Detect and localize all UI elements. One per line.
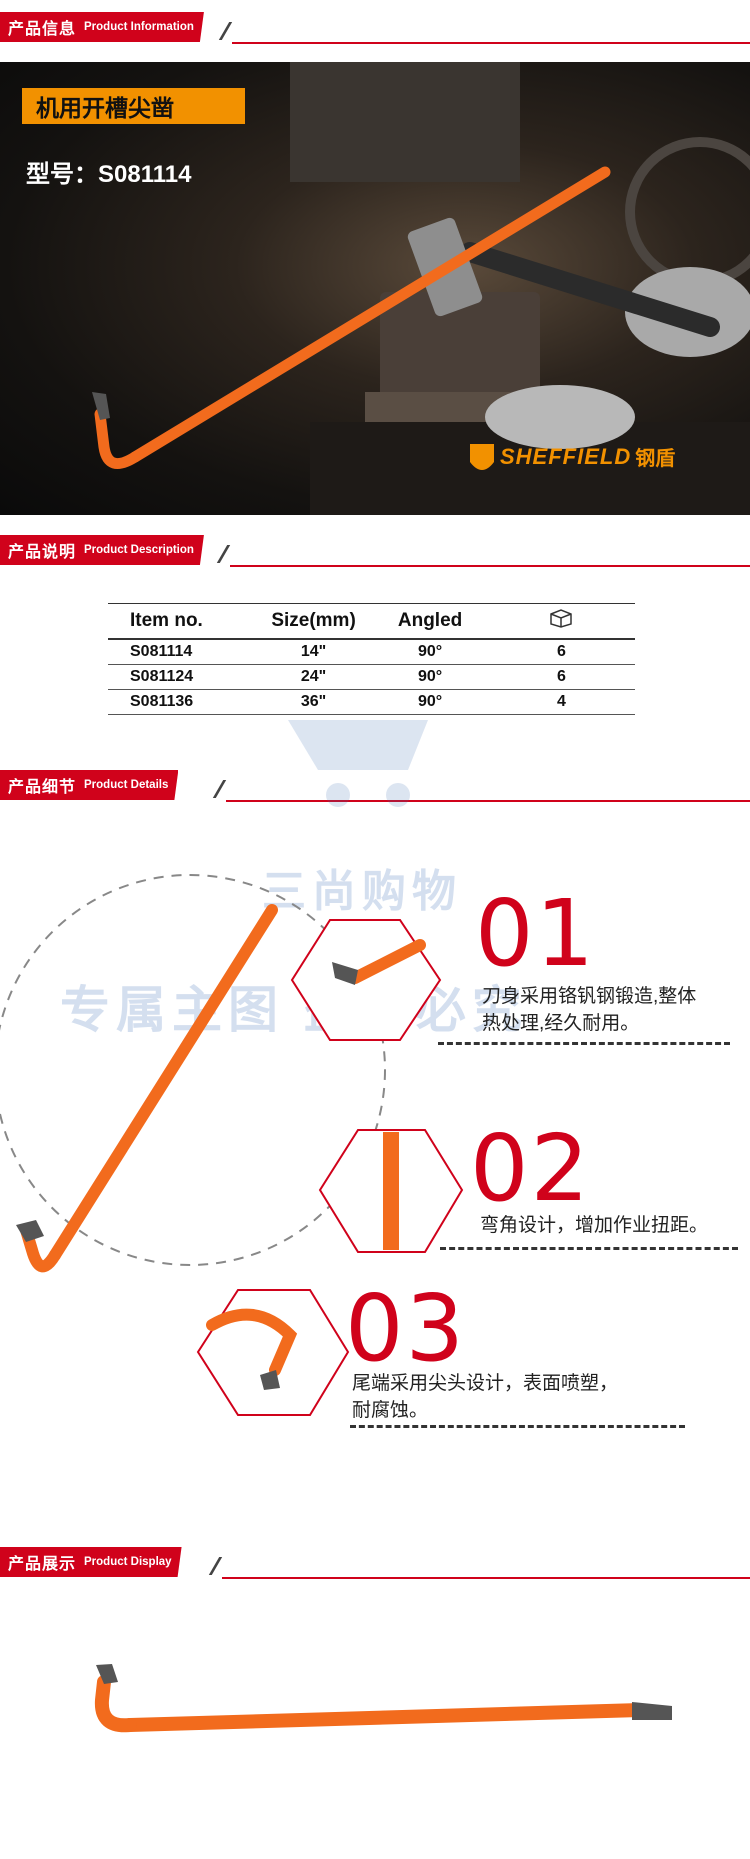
header-slash	[212, 780, 227, 798]
table-row: S081114 14" 90° 6	[108, 639, 635, 665]
detail-diagram	[0, 874, 464, 1416]
cell-angle: 90°	[372, 664, 488, 690]
header-rule	[222, 1577, 750, 1579]
header-slash	[208, 1557, 223, 1575]
hexagon-detail-1	[290, 919, 442, 1041]
hero-scene	[92, 62, 750, 515]
section-title-cn: 产品细节	[8, 779, 77, 796]
cell-angle: 90°	[372, 639, 488, 665]
section-tag: 产品细节 Product Details	[0, 770, 178, 800]
section-title-cn: 产品信息	[8, 21, 77, 38]
col-item-no: Item no.	[108, 603, 255, 640]
header-rule	[232, 42, 750, 44]
hammer-handle	[460, 242, 720, 337]
die-block	[380, 292, 540, 422]
detail-divider-2	[440, 1247, 738, 1250]
col-size: Size(mm)	[254, 603, 373, 640]
detail-text-2-line1: 弯角设计，增加作业扭距。	[480, 1215, 709, 1236]
detail-1-rod	[349, 939, 426, 984]
detail-number-3: 03	[345, 1275, 467, 1382]
section-header-description: 产品说明 Product Description	[0, 535, 750, 567]
section-title-en: Product Description	[84, 544, 194, 556]
detail-3-bend	[206, 1308, 298, 1376]
header-rule	[230, 565, 750, 567]
display-tool-tip-flat	[632, 1702, 672, 1720]
cell-angle: 90°	[372, 689, 488, 715]
cell-item-no: S081124	[108, 664, 255, 690]
product-display-image	[94, 1664, 672, 1733]
hexagon-detail-3	[196, 1289, 350, 1416]
section-header-display: 产品展示 Product Display	[0, 1547, 750, 1579]
tool-bend	[20, 1224, 61, 1273]
detail-text-3-line2: 耐腐蚀。	[352, 1400, 429, 1421]
cell-size: 24"	[254, 664, 373, 690]
spec-header-row: Item no. Size(mm) Angled	[108, 603, 635, 640]
cell-item-no: S081114	[108, 639, 255, 665]
watermark-shop: 三尚购物	[262, 867, 462, 916]
header-rule	[226, 800, 750, 802]
detail-number-1: 01	[475, 880, 597, 987]
brand-logo: SHEFFIELD 钢盾	[500, 442, 675, 471]
model-number: 型号：S081114	[26, 161, 192, 188]
product-name-tag: 机用开槽尖凿	[22, 88, 245, 124]
watermark-notice: 专属主图 盗图必究	[60, 982, 528, 1038]
cell-qty: 6	[487, 664, 635, 690]
cell-item-no: S081136	[108, 689, 255, 715]
detail-1-tip	[332, 962, 358, 985]
cell-size: 14"	[254, 639, 373, 665]
chisel-tip	[92, 392, 110, 420]
zoom-dashed-circle	[0, 874, 386, 1266]
detail-text-1-line1: 刀身采用铬钒钢锻造,整体	[482, 986, 697, 1007]
table-row: S081136 36" 90° 4	[108, 689, 635, 715]
detail-text-1: 刀身采用铬钒钢锻造,整体 热处理,经久耐用。	[482, 983, 696, 1037]
brand-name-en: SHEFFIELD	[500, 443, 632, 469]
cell-qty: 4	[487, 689, 635, 715]
section-header-details: 产品细节 Product Details	[0, 770, 750, 802]
glove-left	[485, 385, 635, 449]
machine-wheel	[625, 137, 750, 287]
section-tag: 产品说明 Product Description	[0, 535, 204, 565]
cart-watermark-icon	[288, 720, 428, 807]
brand-name-cn: 钢盾	[635, 448, 676, 470]
cell-qty: 6	[487, 639, 635, 665]
detail-divider-3	[350, 1425, 685, 1428]
cell-size: 36"	[254, 689, 373, 715]
detail-text-2: 弯角设计，增加作业扭距。	[480, 1212, 708, 1239]
table-row: S081124 24" 90° 6	[108, 664, 635, 690]
detail-text-3: 尾端采用尖头设计，表面喷塑， 耐腐蚀。	[352, 1370, 618, 1424]
display-tool-tip-hook	[96, 1664, 118, 1684]
chisel-body	[129, 166, 611, 463]
detail-3-tip	[260, 1370, 280, 1390]
detail-2-rod	[383, 1132, 399, 1250]
section-title-cn: 产品说明	[8, 544, 77, 561]
machine-frame	[290, 62, 520, 182]
section-tag: 产品信息 Product Information	[0, 12, 204, 42]
detail-number-2: 02	[470, 1115, 592, 1222]
col-box	[487, 603, 635, 640]
brand-shield-icon	[470, 444, 494, 470]
section-header-info: 产品信息 Product Information	[0, 12, 750, 44]
section-title-en: Product Display	[84, 1556, 172, 1568]
header-slash	[216, 545, 231, 563]
header-slash	[218, 22, 233, 40]
box-icon	[550, 609, 573, 628]
tool-body	[49, 904, 278, 1261]
detail-divider-1	[438, 1042, 730, 1045]
tool-tip	[16, 1220, 44, 1242]
col-angled: Angled	[372, 603, 488, 640]
section-title-cn: 产品展示	[8, 1556, 77, 1573]
hero-banner: 机用开槽尖凿 型号：S081114 SHEFFIELD 钢盾	[0, 62, 750, 515]
spec-table: Item no. Size(mm) Angled S081114 14" 90°…	[108, 603, 635, 715]
display-tool-bend	[94, 1675, 137, 1733]
detail-text-1-line2: 热处理,经久耐用。	[482, 1013, 640, 1034]
detail-text-3-line1: 尾端采用尖头设计，表面喷塑，	[352, 1373, 619, 1394]
chisel-bend	[94, 408, 141, 470]
display-tool-body	[123, 1703, 647, 1732]
section-title-en: Product Information	[84, 21, 194, 33]
section-tag: 产品展示 Product Display	[0, 1547, 182, 1577]
section-title-en: Product Details	[84, 779, 169, 791]
